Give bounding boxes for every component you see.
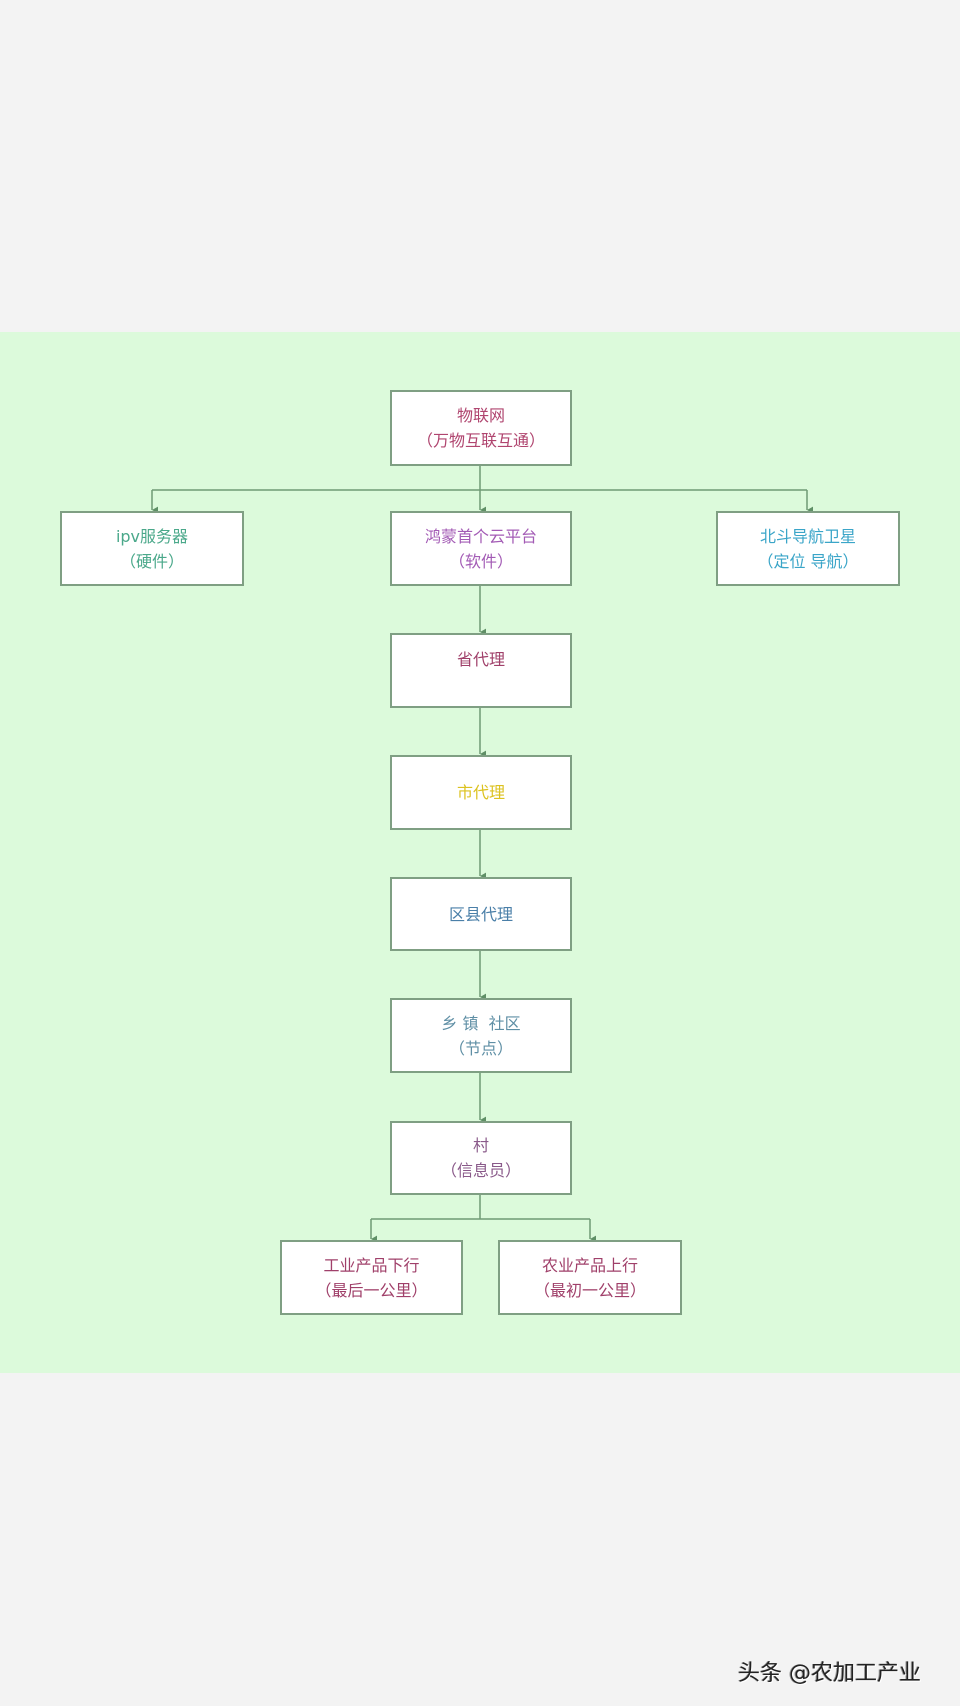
node-sublabel: （定位 导航） [757,551,859,571]
node-province: 省代理 [390,633,572,708]
node-cloud: 鸿蒙首个云平台 （软件） [390,511,572,586]
node-village: 村 （信息员） [390,1121,572,1195]
node-iot: 物联网 （万物互联互通） [390,390,572,466]
connector-iot-branch [152,466,807,491]
node-sublabel: （最初一公里） [533,1280,646,1300]
connector-village-branch [371,1194,590,1220]
node-industrial: 工业产品下行 （最后一公里） [280,1240,463,1315]
node-label: ipv服务器 [115,526,189,546]
node-sublabel: （软件） [448,551,513,571]
node-agri: 农业产品上行 （最初一公里） [498,1240,682,1315]
node-sublabel: （信息员） [440,1161,521,1180]
node-sublabel: （最后一公里） [315,1280,428,1300]
node-label: 市代理 [456,783,505,802]
node-label: 农业产品上行 [541,1255,638,1275]
node-label: 北斗导航卫星 [759,526,856,546]
node-label: 省代理 [456,650,505,669]
node-county: 区县代理 [390,877,572,951]
node-label: 区县代理 [448,904,513,924]
node-server: ipv服务器 （硬件） [60,511,244,586]
node-sublabel: （硬件） [119,551,184,571]
node-city: 市代理 [390,755,572,830]
node-sublabel: （万物互联互通） [416,431,545,450]
node-label: 工业产品下行 [323,1255,420,1275]
node-sublabel: （节点） [448,1038,513,1058]
node-label: 村 [472,1136,489,1155]
node-beidou: 北斗导航卫星 （定位 导航） [716,511,900,586]
node-town: 乡 镇 社区 （节点） [390,998,572,1073]
node-label: 鸿蒙首个云平台 [424,526,537,546]
node-label: 物联网 [456,406,505,425]
node-label: 乡 镇 社区 [441,1013,521,1033]
watermark: 头条 @农加工产业 [738,1661,921,1686]
